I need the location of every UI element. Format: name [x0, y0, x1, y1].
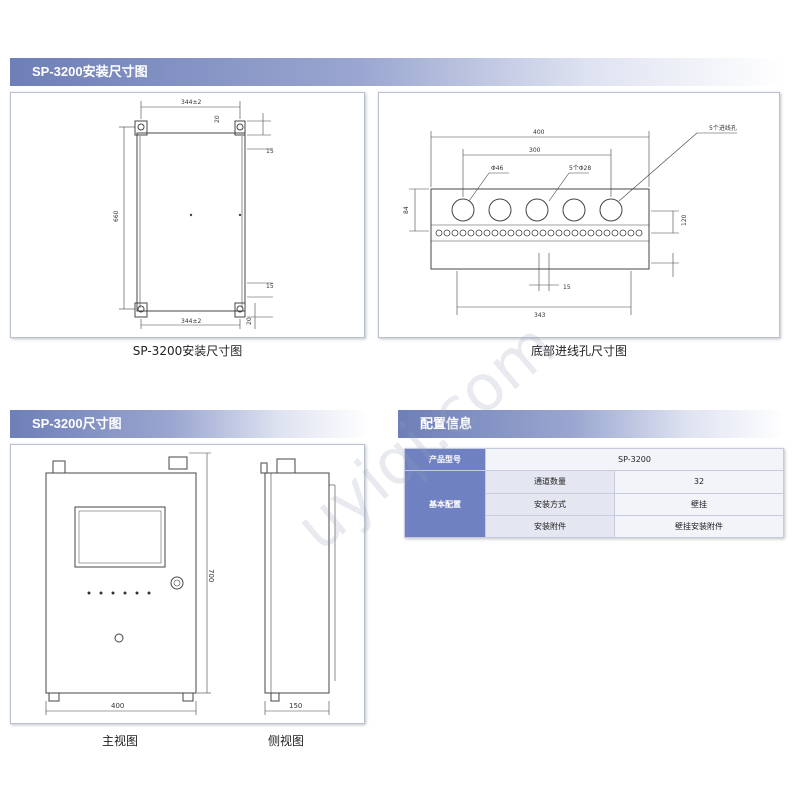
dim-depth-label: 84 — [403, 206, 410, 214]
side-caption: 侧视图 — [267, 734, 304, 748]
dim-small-4: 20 — [246, 317, 253, 325]
side-view-drawing: 150 — [260, 458, 336, 715]
product-dims-panel: 400 700 150 — [10, 444, 365, 724]
dim-lower-label: 343 — [534, 312, 546, 319]
config-key: 安装方式 — [485, 492, 615, 516]
product-dims-header: SP-3200尺寸图 — [10, 410, 370, 438]
dim-small-2: 15 — [266, 148, 274, 155]
front-caption: 主视图 — [101, 734, 138, 748]
front-view-drawing: 400 700 — [45, 452, 215, 715]
dim-top-label: 344±2 — [181, 99, 201, 106]
front-height-label: 700 — [207, 569, 215, 582]
dim-small-label: 15 — [563, 284, 571, 291]
config-value: 壁挂安装附件 — [614, 514, 784, 539]
dim-right-label: 120 — [681, 214, 688, 226]
bottom-holes-drawing: 400 300 Φ46 5个Φ28 5个进线孔 84 120 343 15 — [403, 124, 737, 319]
dim-small-3: 15 — [266, 283, 274, 290]
dim-total-label: 400 — [533, 129, 545, 136]
bottom-caption: 底部进线孔尺寸图 — [530, 344, 627, 358]
dim-bottom-label: 344±2 — [181, 318, 201, 325]
config-value: 壁挂 — [614, 492, 784, 516]
install-drawing: 344±2 344±2 660 20 15 15 20 — [113, 99, 274, 329]
install-drawing-panel: 344±2 344±2 660 20 15 15 20 — [10, 92, 365, 338]
bottom-holes-panel: 400 300 Φ46 5个Φ28 5个进线孔 84 120 343 15 — [378, 92, 780, 338]
front-width-label: 400 — [111, 702, 124, 710]
side-depth-label: 150 — [289, 702, 302, 710]
dim-small-1: 20 — [214, 115, 221, 123]
model-value: SP-3200 — [485, 447, 784, 472]
install-dims-header: SP-3200安装尺寸图 — [10, 58, 785, 86]
dim-inner-label: 300 — [529, 147, 541, 154]
basic-config-label: 基本配置 — [404, 470, 486, 538]
config-key: 通道数量 — [485, 470, 615, 494]
dim-hole-label: Φ46 — [491, 165, 504, 172]
dim-callout-label: 5个进线孔 — [709, 124, 737, 132]
model-label: 产品型号 — [404, 447, 486, 472]
dim-group-label: 5个Φ28 — [569, 165, 591, 172]
config-key: 安装附件 — [485, 514, 615, 539]
config-table: 产品型号 SP-3200 基本配置 通道数量 32 安装方式 壁挂 安装附件 壁… — [404, 447, 784, 539]
install-caption: SP-3200安装尺寸图 — [132, 344, 243, 358]
config-value: 32 — [614, 470, 784, 494]
config-header: 配置信息 — [398, 410, 785, 438]
dim-height-label: 660 — [113, 210, 120, 222]
